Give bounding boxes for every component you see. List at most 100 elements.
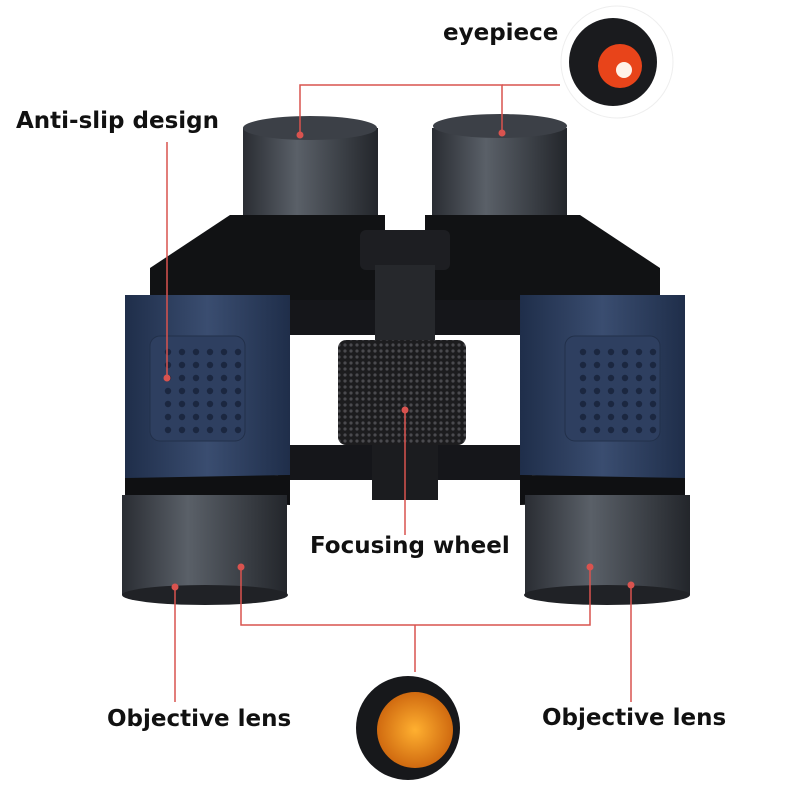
grip-dot	[206, 361, 214, 369]
grip-dot	[234, 426, 242, 434]
objective-barrel-right	[524, 495, 690, 605]
grip-dot	[635, 374, 643, 382]
grip-dot	[649, 348, 657, 356]
grip-dot	[635, 348, 643, 356]
grip-dot	[220, 413, 228, 421]
grip-dot	[178, 426, 186, 434]
grip-dot	[234, 387, 242, 395]
grip-dot	[220, 400, 228, 408]
grip-dot	[206, 413, 214, 421]
label-eyepiece: eyepiece	[443, 20, 559, 46]
grip-dot	[593, 400, 601, 408]
grip-dot	[164, 387, 172, 395]
grip-dot	[649, 361, 657, 369]
grip-dot	[192, 374, 200, 382]
grip-dot	[593, 426, 601, 434]
grip-dot	[234, 348, 242, 356]
grip-dot	[206, 348, 214, 356]
grip-dot	[621, 374, 629, 382]
grip-dot	[635, 426, 643, 434]
grip-dot	[621, 413, 629, 421]
grip-dot	[621, 361, 629, 369]
grip-dot	[649, 387, 657, 395]
grip-dot	[206, 374, 214, 382]
grip-dot	[579, 361, 587, 369]
grip-dot	[607, 374, 615, 382]
grip-dot	[192, 426, 200, 434]
grip-dot	[607, 400, 615, 408]
grip-dot	[164, 348, 172, 356]
grip-dot	[579, 400, 587, 408]
grip-dot	[234, 361, 242, 369]
housing-right	[425, 215, 660, 300]
grip-dot	[579, 387, 587, 395]
hinge-top	[360, 230, 450, 270]
grip-dot	[635, 387, 643, 395]
grip-dot	[178, 387, 186, 395]
grip-dot	[607, 413, 615, 421]
grip-dot	[579, 426, 587, 434]
grip-dot	[579, 374, 587, 382]
grip-dot	[579, 413, 587, 421]
eyepiece-right	[432, 114, 567, 228]
grip-dot	[178, 361, 186, 369]
grip-dot	[635, 400, 643, 408]
grip-dot	[164, 400, 172, 408]
grip-dot	[649, 400, 657, 408]
grip-dot	[579, 348, 587, 356]
grip-dot	[593, 413, 601, 421]
grip-dot	[593, 348, 601, 356]
grip-dot	[621, 426, 629, 434]
grip-dot	[234, 400, 242, 408]
grip-dot	[178, 348, 186, 356]
objective-inset	[353, 672, 469, 788]
grip-dot	[220, 374, 228, 382]
grip-dot	[607, 348, 615, 356]
objective-barrel-left	[122, 495, 288, 605]
grip-dot	[234, 413, 242, 421]
grip-dot	[192, 387, 200, 395]
grip-dot	[192, 400, 200, 408]
grip-dot	[649, 426, 657, 434]
callout-lines	[166, 84, 632, 702]
grip-dot	[192, 413, 200, 421]
housing-left	[150, 215, 385, 300]
grip-dot	[621, 400, 629, 408]
label-focusing-wheel: Focusing wheel	[310, 533, 510, 559]
grip-dot	[593, 374, 601, 382]
grip-dot	[178, 400, 186, 408]
grip-dot	[206, 400, 214, 408]
grip-dot	[649, 413, 657, 421]
grip-dot	[192, 348, 200, 356]
grip-dot	[607, 426, 615, 434]
grip-dot	[593, 387, 601, 395]
grip-dot	[621, 387, 629, 395]
grip-dot	[593, 361, 601, 369]
grip-dot	[635, 361, 643, 369]
callout-dots	[163, 129, 635, 591]
grip-dot	[178, 374, 186, 382]
grip-dot	[621, 348, 629, 356]
grip-dot	[206, 426, 214, 434]
label-objective-lens-left: Objective lens	[107, 706, 292, 732]
grip-dot	[192, 361, 200, 369]
label-anti-slip-design: Anti-slip design	[16, 108, 220, 134]
eyepiece-inset	[560, 5, 674, 119]
grip-dot	[178, 413, 186, 421]
grip-dot	[607, 387, 615, 395]
grip-dot	[164, 426, 172, 434]
grip-dot	[220, 387, 228, 395]
grip-dot	[635, 413, 643, 421]
grip-dot	[220, 426, 228, 434]
grip-dot	[649, 374, 657, 382]
grip-dot	[234, 374, 242, 382]
grip-dot	[220, 361, 228, 369]
grip-dot	[164, 361, 172, 369]
focus-wheel	[338, 340, 466, 445]
grip-dot	[220, 348, 228, 356]
grip-dot	[206, 387, 214, 395]
grip-dot	[607, 361, 615, 369]
eyepiece-left	[243, 116, 378, 228]
